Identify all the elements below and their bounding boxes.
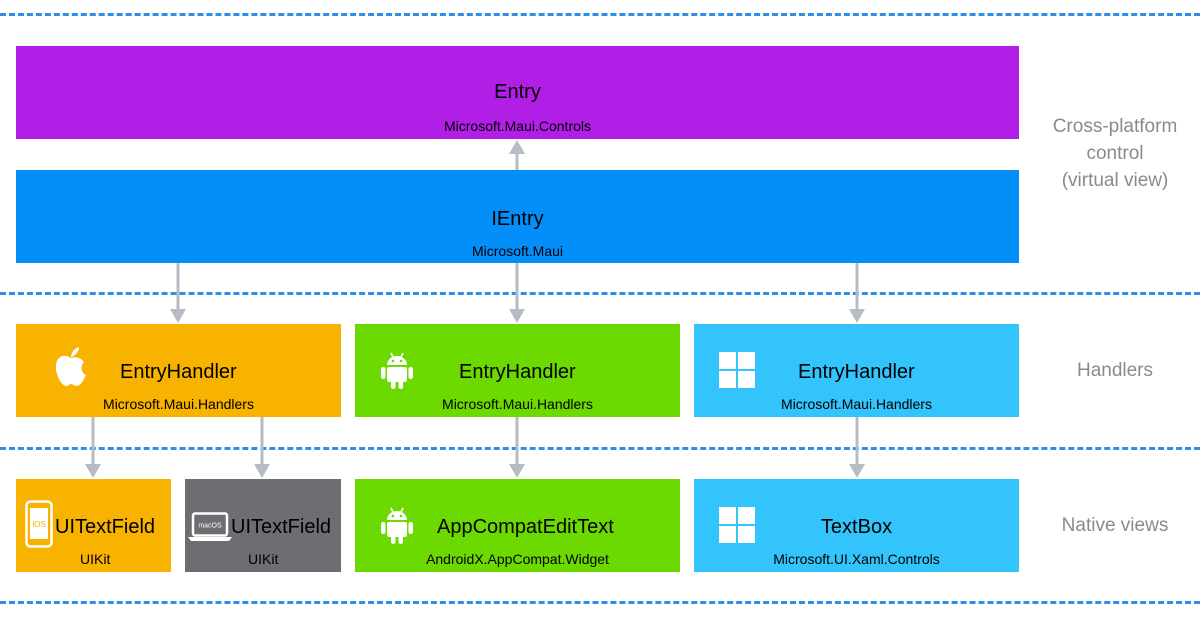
android-handler-box: EntryHandler Microsoft.Maui.Handlers bbox=[355, 324, 680, 417]
arrow-ientry-to-ios-handler-head bbox=[170, 309, 186, 323]
ios-badge: iOS bbox=[32, 520, 45, 529]
windows-icon bbox=[719, 507, 755, 543]
macos-native-title: UITextField bbox=[231, 516, 332, 538]
arrow-ientry-to-windows-handler-head bbox=[849, 309, 865, 323]
ientry-namespace: Microsoft.Maui bbox=[471, 243, 564, 259]
windows-handler-title: EntryHandler bbox=[798, 361, 915, 383]
macos-native-namespace: UIKit bbox=[248, 551, 279, 567]
layer-divider-bottom bbox=[0, 601, 1200, 604]
layer-label-cross-platform-line-2: control bbox=[1086, 143, 1144, 164]
layer-label-handlers: Handlers bbox=[1076, 360, 1154, 381]
layer-label-cross-platform-line-1: Cross-platform bbox=[1052, 116, 1178, 137]
ios-handler-title: EntryHandler bbox=[120, 361, 237, 383]
layer-divider-top bbox=[0, 13, 1200, 16]
windows-icon bbox=[719, 352, 755, 388]
ios-native-namespace: UIKit bbox=[80, 551, 111, 567]
arrow-ientry-to-android-handler-head bbox=[509, 309, 525, 323]
entry-namespace: Microsoft.Maui.Controls bbox=[443, 118, 592, 134]
ios-native-title: UITextField bbox=[55, 516, 156, 538]
arrow-ios-handler-to-macos-native-head bbox=[254, 464, 270, 478]
macos-badge: macOS bbox=[198, 523, 222, 530]
macos-native-box: macOS UITextField UIKit bbox=[185, 479, 341, 572]
arrow-ios-handler-to-ios-native-head bbox=[85, 464, 101, 478]
arrow-android-handler-to-android-native-head bbox=[509, 464, 525, 478]
layer-label-cross-platform-line-3: (virtual view) bbox=[1061, 170, 1169, 191]
layer-divider-handlers-native bbox=[0, 447, 1200, 450]
windows-handler-box: EntryHandler Microsoft.Maui.Handlers bbox=[694, 324, 1019, 417]
windows-handler-namespace: Microsoft.Maui.Handlers bbox=[781, 396, 932, 412]
layer-divider-virtual-handlers bbox=[0, 292, 1200, 295]
layer-label-cross-platform: Cross-platform control (virtual view) bbox=[1030, 113, 1200, 194]
macbook-icon: macOS bbox=[188, 512, 232, 541]
android-handler-namespace: Microsoft.Maui.Handlers bbox=[442, 396, 593, 412]
arrow-ientry-to-entry-head bbox=[509, 140, 525, 154]
ios-handler-namespace: Microsoft.Maui.Handlers bbox=[103, 396, 254, 412]
iphone-icon: iOS bbox=[25, 500, 53, 548]
android-handler-title: EntryHandler bbox=[459, 361, 576, 383]
ientry-title: IEntry bbox=[491, 208, 544, 230]
ios-native-box: iOS UITextField UIKit bbox=[16, 479, 171, 572]
android-native-namespace: AndroidX.AppCompat.Widget bbox=[426, 551, 609, 567]
entry-title: Entry bbox=[494, 81, 541, 103]
android-icon bbox=[381, 507, 413, 544]
layer-label-native-views: Native views bbox=[1061, 515, 1169, 536]
windows-native-box: TextBox Microsoft.UI.Xaml.Controls bbox=[694, 479, 1019, 572]
android-native-box: AppCompatEditText AndroidX.AppCompat.Wid… bbox=[355, 479, 680, 572]
entry-box: Entry Microsoft.Maui.Controls bbox=[16, 46, 1019, 139]
ios-handler-box: EntryHandler Microsoft.Maui.Handlers bbox=[16, 324, 341, 417]
arrow-windows-handler-to-windows-native-head bbox=[849, 464, 865, 478]
windows-native-title: TextBox bbox=[820, 516, 893, 538]
windows-native-namespace: Microsoft.UI.Xaml.Controls bbox=[773, 551, 940, 567]
android-icon bbox=[381, 352, 413, 389]
android-native-title: AppCompatEditText bbox=[437, 516, 614, 538]
apple-icon bbox=[55, 347, 86, 386]
ientry-box: IEntry Microsoft.Maui bbox=[16, 170, 1019, 263]
